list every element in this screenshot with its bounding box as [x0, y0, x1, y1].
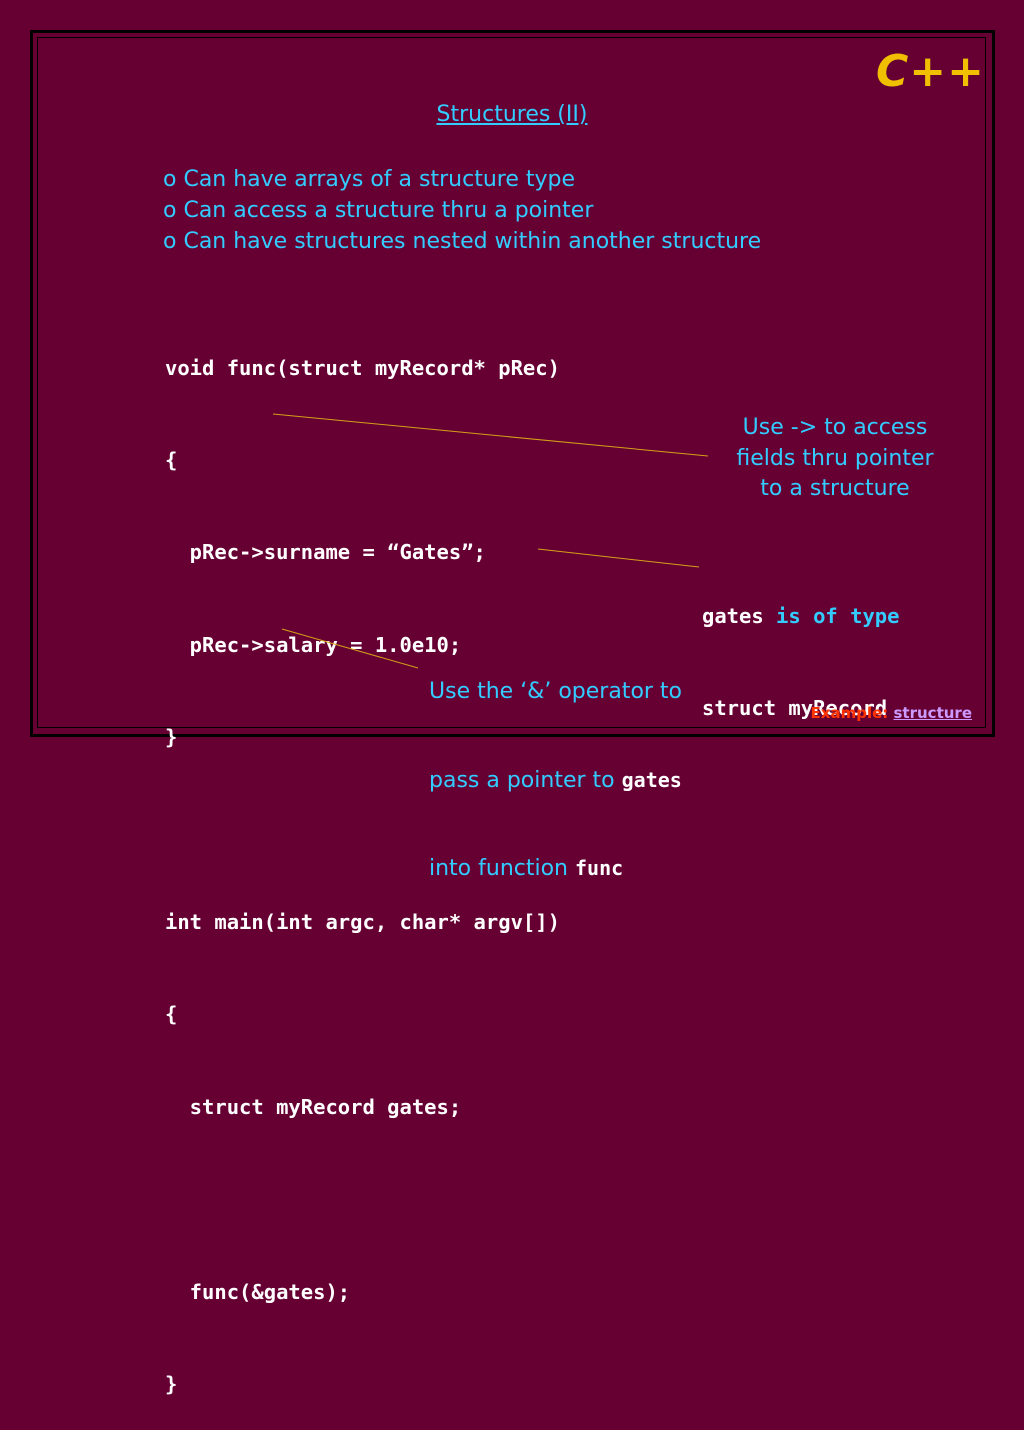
type-annotation-middle: is of type	[763, 604, 900, 628]
cpp-logo: C++	[876, 46, 986, 97]
slide-outer-border	[30, 30, 995, 737]
annotation-line: to a structure	[760, 476, 910, 501]
slide-title: Structures (II)	[436, 102, 588, 127]
example-structure-link[interactable]: structure	[893, 704, 973, 722]
code-line: func(&gates);	[165, 1279, 351, 1304]
code-line: pRec->surname = “Gates”;	[165, 540, 486, 565]
type-annotation-type: struct myRecord	[702, 695, 888, 720]
type-annotation-line1: gates is of type	[702, 601, 899, 632]
annotation-line: Use -> to access	[742, 415, 928, 440]
ampersand-annotation-line2: pass a pointer to gates	[429, 766, 682, 796]
annotation-line: fields thru pointer	[736, 445, 934, 471]
bullet-item: o Can have structures nested within anot…	[163, 229, 762, 254]
ampersand-annotation-line3: into function func	[429, 854, 682, 884]
ampersand-annotation-text: into function	[429, 856, 575, 881]
pointer-access-annotation: Use -> to access fields thru pointer to …	[706, 413, 964, 505]
ampersand-annotation-line1: Use the ‘&’ operator to	[429, 679, 683, 704]
bullet-list: o Can have arrays of a structure type o …	[163, 164, 761, 257]
ampersand-annotation-code: func	[575, 856, 624, 880]
ampersand-annotation-code: gates	[621, 767, 682, 792]
ampersand-annotation: Use the ‘&’ operator to pass a pointer t…	[429, 618, 682, 913]
code-line: {	[165, 1002, 178, 1027]
code-line: {	[165, 447, 178, 472]
code-line	[165, 1184, 560, 1215]
code-line: }	[165, 725, 178, 750]
bullet-item: o Can have arrays of a structure type	[163, 167, 575, 192]
ampersand-annotation-text: pass a pointer to	[429, 767, 622, 793]
example-footer: Example: structure	[811, 704, 972, 722]
code-line: void func(struct myRecord* pRec)	[165, 355, 560, 380]
type-annotation: gates is of type struct myRecord	[702, 540, 899, 754]
code-line: }	[165, 1371, 178, 1396]
bullet-item: o Can access a structure thru a pointer	[163, 198, 594, 223]
example-label: Example:	[810, 704, 894, 722]
slide-inner-border	[37, 37, 986, 728]
code-line: struct myRecord gates;	[165, 1094, 462, 1119]
type-annotation-var: gates	[702, 604, 764, 628]
